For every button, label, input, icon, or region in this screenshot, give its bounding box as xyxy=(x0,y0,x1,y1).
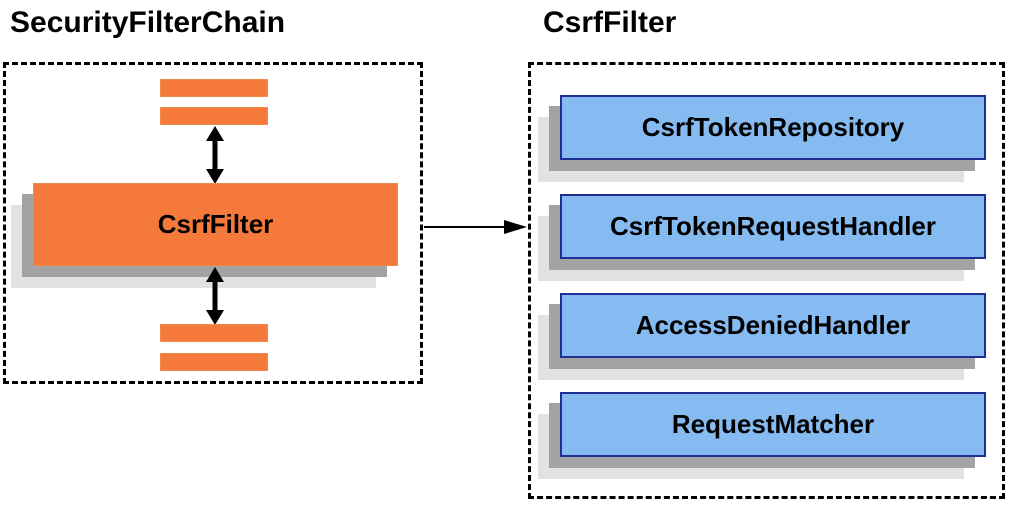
bidirectional-arrow-icon xyxy=(206,267,224,325)
component-box-request-matcher: RequestMatcher xyxy=(560,392,986,457)
component-label: AccessDeniedHandler xyxy=(635,310,911,340)
component-label: CsrfTokenRepository xyxy=(641,112,905,142)
flow-arrow-icon xyxy=(424,220,527,234)
security-filter-chain-container xyxy=(3,62,423,384)
security-filter-chain-title: SecurityFilterChain xyxy=(10,6,286,39)
csrf-filter-box-label: CsrfFilter xyxy=(157,209,274,239)
csrf-filter-box: CsrfFilter xyxy=(33,183,398,266)
filter-bar-top-1 xyxy=(160,79,268,97)
bidirectional-arrow-icon xyxy=(206,126,224,184)
csrf-filter-title: CsrfFilter xyxy=(543,6,677,39)
filter-bar-bottom-2 xyxy=(160,353,268,371)
component-box-csrf-token-repository: CsrfTokenRepository xyxy=(560,95,986,160)
component-box-csrf-token-request-handler: CsrfTokenRequestHandler xyxy=(560,194,986,259)
filter-bar-bottom-1 xyxy=(160,324,268,342)
component-label: CsrfTokenRequestHandler xyxy=(609,211,937,241)
filter-bar-top-2 xyxy=(160,107,268,125)
component-box-access-denied-handler: AccessDeniedHandler xyxy=(560,293,986,358)
component-label: RequestMatcher xyxy=(671,409,875,439)
csrf-filter-container xyxy=(528,62,1005,499)
